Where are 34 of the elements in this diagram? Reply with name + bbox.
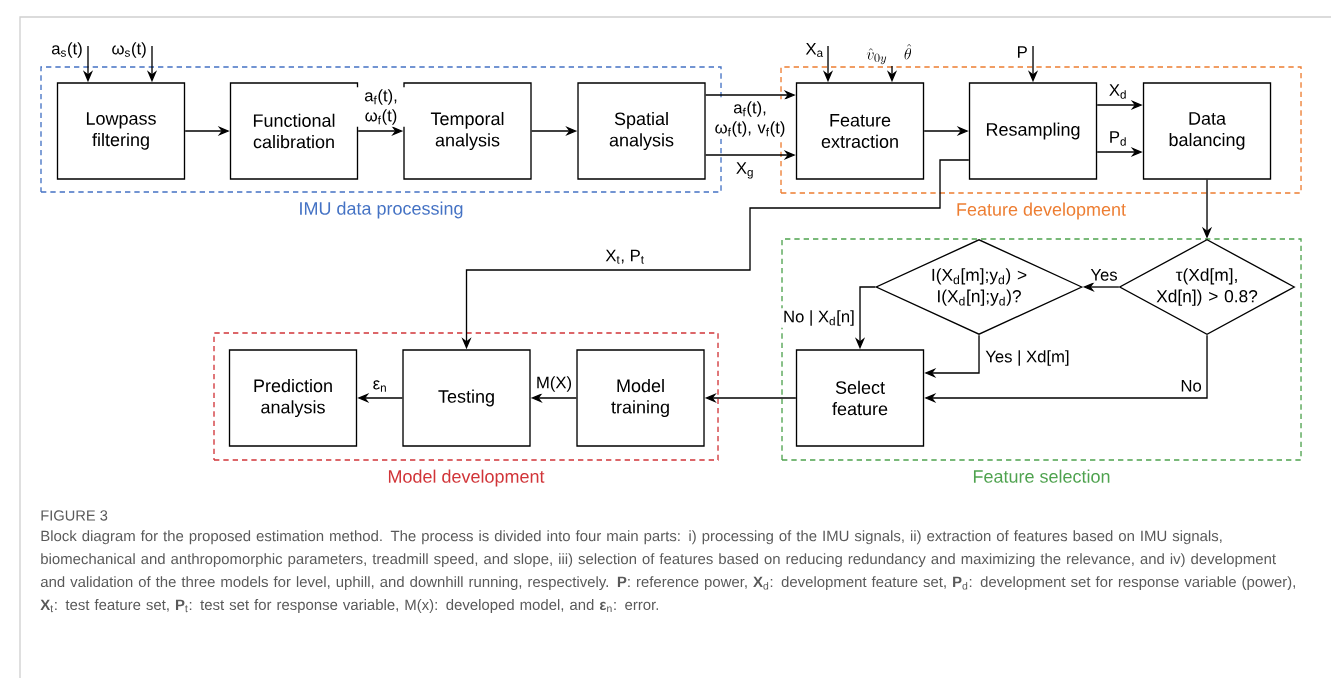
edge-label: ω$_{s}$(t) bbox=[109, 40, 149, 60]
edge-label: P$_{d}$ bbox=[1106, 129, 1130, 148]
edge-label: No bbox=[1178, 378, 1204, 394]
group-label: IMU data processing bbox=[300, 201, 463, 219]
edge-label: X$_{t}$, P$_{t}$ bbox=[603, 247, 647, 266]
group-label: Model development bbox=[388, 469, 545, 487]
edge-label: X$_{d}$ bbox=[1106, 82, 1130, 101]
process-box: Spatial analysis bbox=[577, 82, 706, 180]
process-box: Resampling bbox=[968, 82, 1098, 180]
group-label: Feature development bbox=[957, 202, 1126, 220]
figure-title: FIGURE 3 bbox=[41, 510, 108, 521]
process-box: Testing bbox=[402, 349, 531, 447]
process-box: Lowpass filtering bbox=[56, 82, 186, 180]
process-box: Model training bbox=[576, 349, 705, 447]
edge-label: Yes | Xd[m] bbox=[983, 348, 1072, 368]
edge-label: No | X$_{d}$[n] bbox=[781, 308, 857, 328]
edge-label: X$_{a}$ bbox=[803, 41, 826, 59]
process-box: Functional calibration bbox=[229, 82, 359, 180]
process-box: Prediction analysis bbox=[228, 349, 358, 447]
edge-label: a$_{s}$(t) bbox=[49, 40, 85, 60]
edge-label: Yes bbox=[1088, 267, 1120, 283]
caption: Block diagram for the proposed estimation method. The process is divided into four main parts: i) processing of the IMU signals, ii) extraction of features based on IMU signals, biomechanical and anthropomorphic parameters, treadmill speed, and slope, iii) selection of features based on reducing redundancy and maximizing the relevance, and iv) development and validation of the three models for level, uphill, and downhill running, respectively. P: reference power, X$_{d}$: development feature set, P$_{d}$: development set for response variable (power), X$_{t}$: test feature set, P$_{t}$: test set for response variable, M(x): developed model, and ε$_{n}$: error. bbox=[40, 530, 1295, 613]
process-box: Data balancing bbox=[1142, 82, 1272, 180]
edge-label: X$_{g}$ bbox=[733, 160, 757, 181]
edge-label: a$_{f}$(t), ω$_{f}$(t) bbox=[353, 87, 409, 127]
edge-label: $\hat{v}_{0y}\quad\hat{\theta}$ bbox=[864, 41, 914, 67]
edge-label: ε$_{n}$ bbox=[370, 378, 390, 394]
edge-label: M(X) bbox=[533, 374, 575, 394]
edge-label: P bbox=[1014, 44, 1030, 60]
process-box: Temporal analysis bbox=[403, 82, 532, 180]
group-label: Feature selection bbox=[973, 469, 1110, 483]
edge-label: a$_{f}$(t), ω$_{f}$(t), v$_{f}$(t) bbox=[709, 99, 791, 139]
process-box: Select feature bbox=[795, 349, 925, 447]
process-box: Feature extraction bbox=[795, 82, 925, 180]
